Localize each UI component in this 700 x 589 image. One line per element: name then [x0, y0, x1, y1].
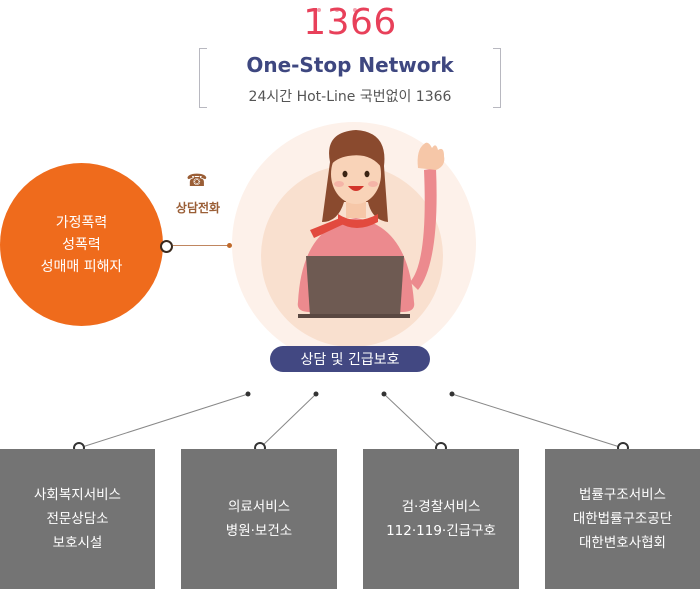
left-bracket — [199, 48, 207, 108]
service-connectors — [73, 391, 629, 454]
service-line: 병원·보건소 — [225, 523, 293, 539]
service-line: 보호시설 — [52, 535, 103, 551]
service-box-medical: 의료서비스 병원·보건소 — [181, 449, 337, 589]
connector-end — [227, 243, 232, 248]
service-line: 전문상담소 — [46, 511, 109, 527]
telephone-icon: ☎ — [186, 171, 208, 191]
service-line: 의료서비스 — [227, 499, 291, 515]
service-line: 대한변호사협회 — [579, 535, 666, 551]
service-line: 112·119·긴급구호 — [386, 523, 496, 539]
network-subtitle: 24시간 Hot-Line 국번없이 1366 — [248, 89, 452, 105]
decorative-dots — [310, 0, 390, 12]
service-line: 사회복지서비스 — [34, 487, 121, 503]
counselor-illustration-icon — [297, 130, 445, 318]
counseling-badge: 상담 및 긴급보호 — [270, 346, 430, 372]
connector-node — [160, 240, 173, 253]
right-bracket — [493, 48, 501, 108]
phone-label: 상담전화 — [175, 201, 221, 215]
hotline-number: 1366 — [303, 2, 397, 43]
connector-line — [173, 245, 229, 246]
service-box-legal: 법률구조서비스 대한법률구조공단 대한변호사협회 — [545, 449, 700, 589]
service-box-police: 검·경찰서비스 112·119·긴급구호 — [363, 449, 519, 589]
victim-type-trafficking: 성매매 피해자 — [40, 258, 123, 275]
service-line: 법률구조서비스 — [579, 487, 666, 503]
network-title: One-Stop Network — [246, 53, 454, 77]
victim-type-sexual: 성폭력 — [62, 236, 101, 253]
service-line: 대한법률구조공단 — [572, 511, 673, 527]
victims-circle: 가정폭력 성폭력 성매매 피해자 — [0, 163, 163, 326]
victim-type-domestic: 가정폭력 — [55, 214, 108, 231]
service-box-welfare: 사회복지서비스 전문상담소 보호시설 — [0, 449, 155, 589]
service-line: 검·경찰서비스 — [401, 499, 481, 515]
